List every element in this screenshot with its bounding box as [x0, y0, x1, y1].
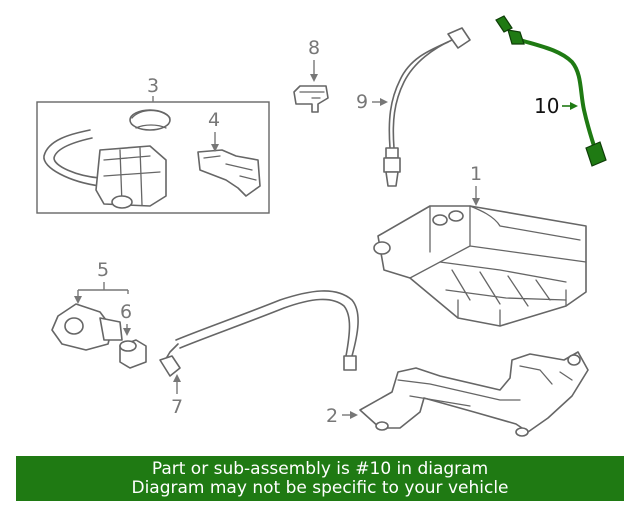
callout-2: 2	[326, 405, 358, 427]
part-1-canister[interactable]	[373, 205, 587, 327]
part-7-vapor-pipe[interactable]	[159, 290, 359, 377]
part-6-cap[interactable]	[119, 339, 147, 369]
parts-diagram: 8 9 10 3	[36, 15, 607, 437]
part-4-bracket[interactable]	[197, 149, 261, 197]
part-8-clip[interactable]	[293, 85, 329, 113]
svg-text:9: 9	[356, 91, 368, 113]
svg-text:5: 5	[97, 259, 109, 281]
part-10-oxygen-sensor[interactable]	[495, 15, 607, 167]
banner-line-2: Diagram may not be specific to your vehi…	[131, 477, 509, 498]
banner-line-1: Part or sub-assembly is #10 in diagram	[151, 458, 489, 479]
callout-3: 3	[147, 75, 159, 102]
svg-text:4: 4	[208, 109, 220, 131]
svg-text:10: 10	[534, 94, 559, 118]
callout-8: 8	[308, 37, 320, 82]
callout-7: 7	[171, 374, 183, 418]
svg-text:2: 2	[326, 405, 338, 427]
part-3-solenoid[interactable]	[43, 109, 171, 209]
svg-text:3: 3	[147, 75, 159, 97]
callout-4: 4	[208, 109, 220, 152]
svg-text:8: 8	[308, 37, 320, 59]
callout-1: 1	[470, 163, 482, 206]
part-5-valve[interactable]	[51, 303, 123, 351]
svg-text:7: 7	[171, 396, 183, 418]
callout-9: 9	[356, 91, 388, 113]
part-9-oxygen-sensor[interactable]	[383, 27, 471, 187]
callout-6: 6	[120, 301, 132, 336]
svg-text:1: 1	[470, 163, 482, 185]
callout-5: 5	[74, 259, 129, 304]
svg-text:6: 6	[120, 301, 132, 323]
info-banner: Part or sub-assembly is #10 in diagram D…	[16, 456, 624, 501]
callout-10: 10	[534, 94, 578, 118]
part-2-bracket[interactable]	[359, 351, 589, 437]
